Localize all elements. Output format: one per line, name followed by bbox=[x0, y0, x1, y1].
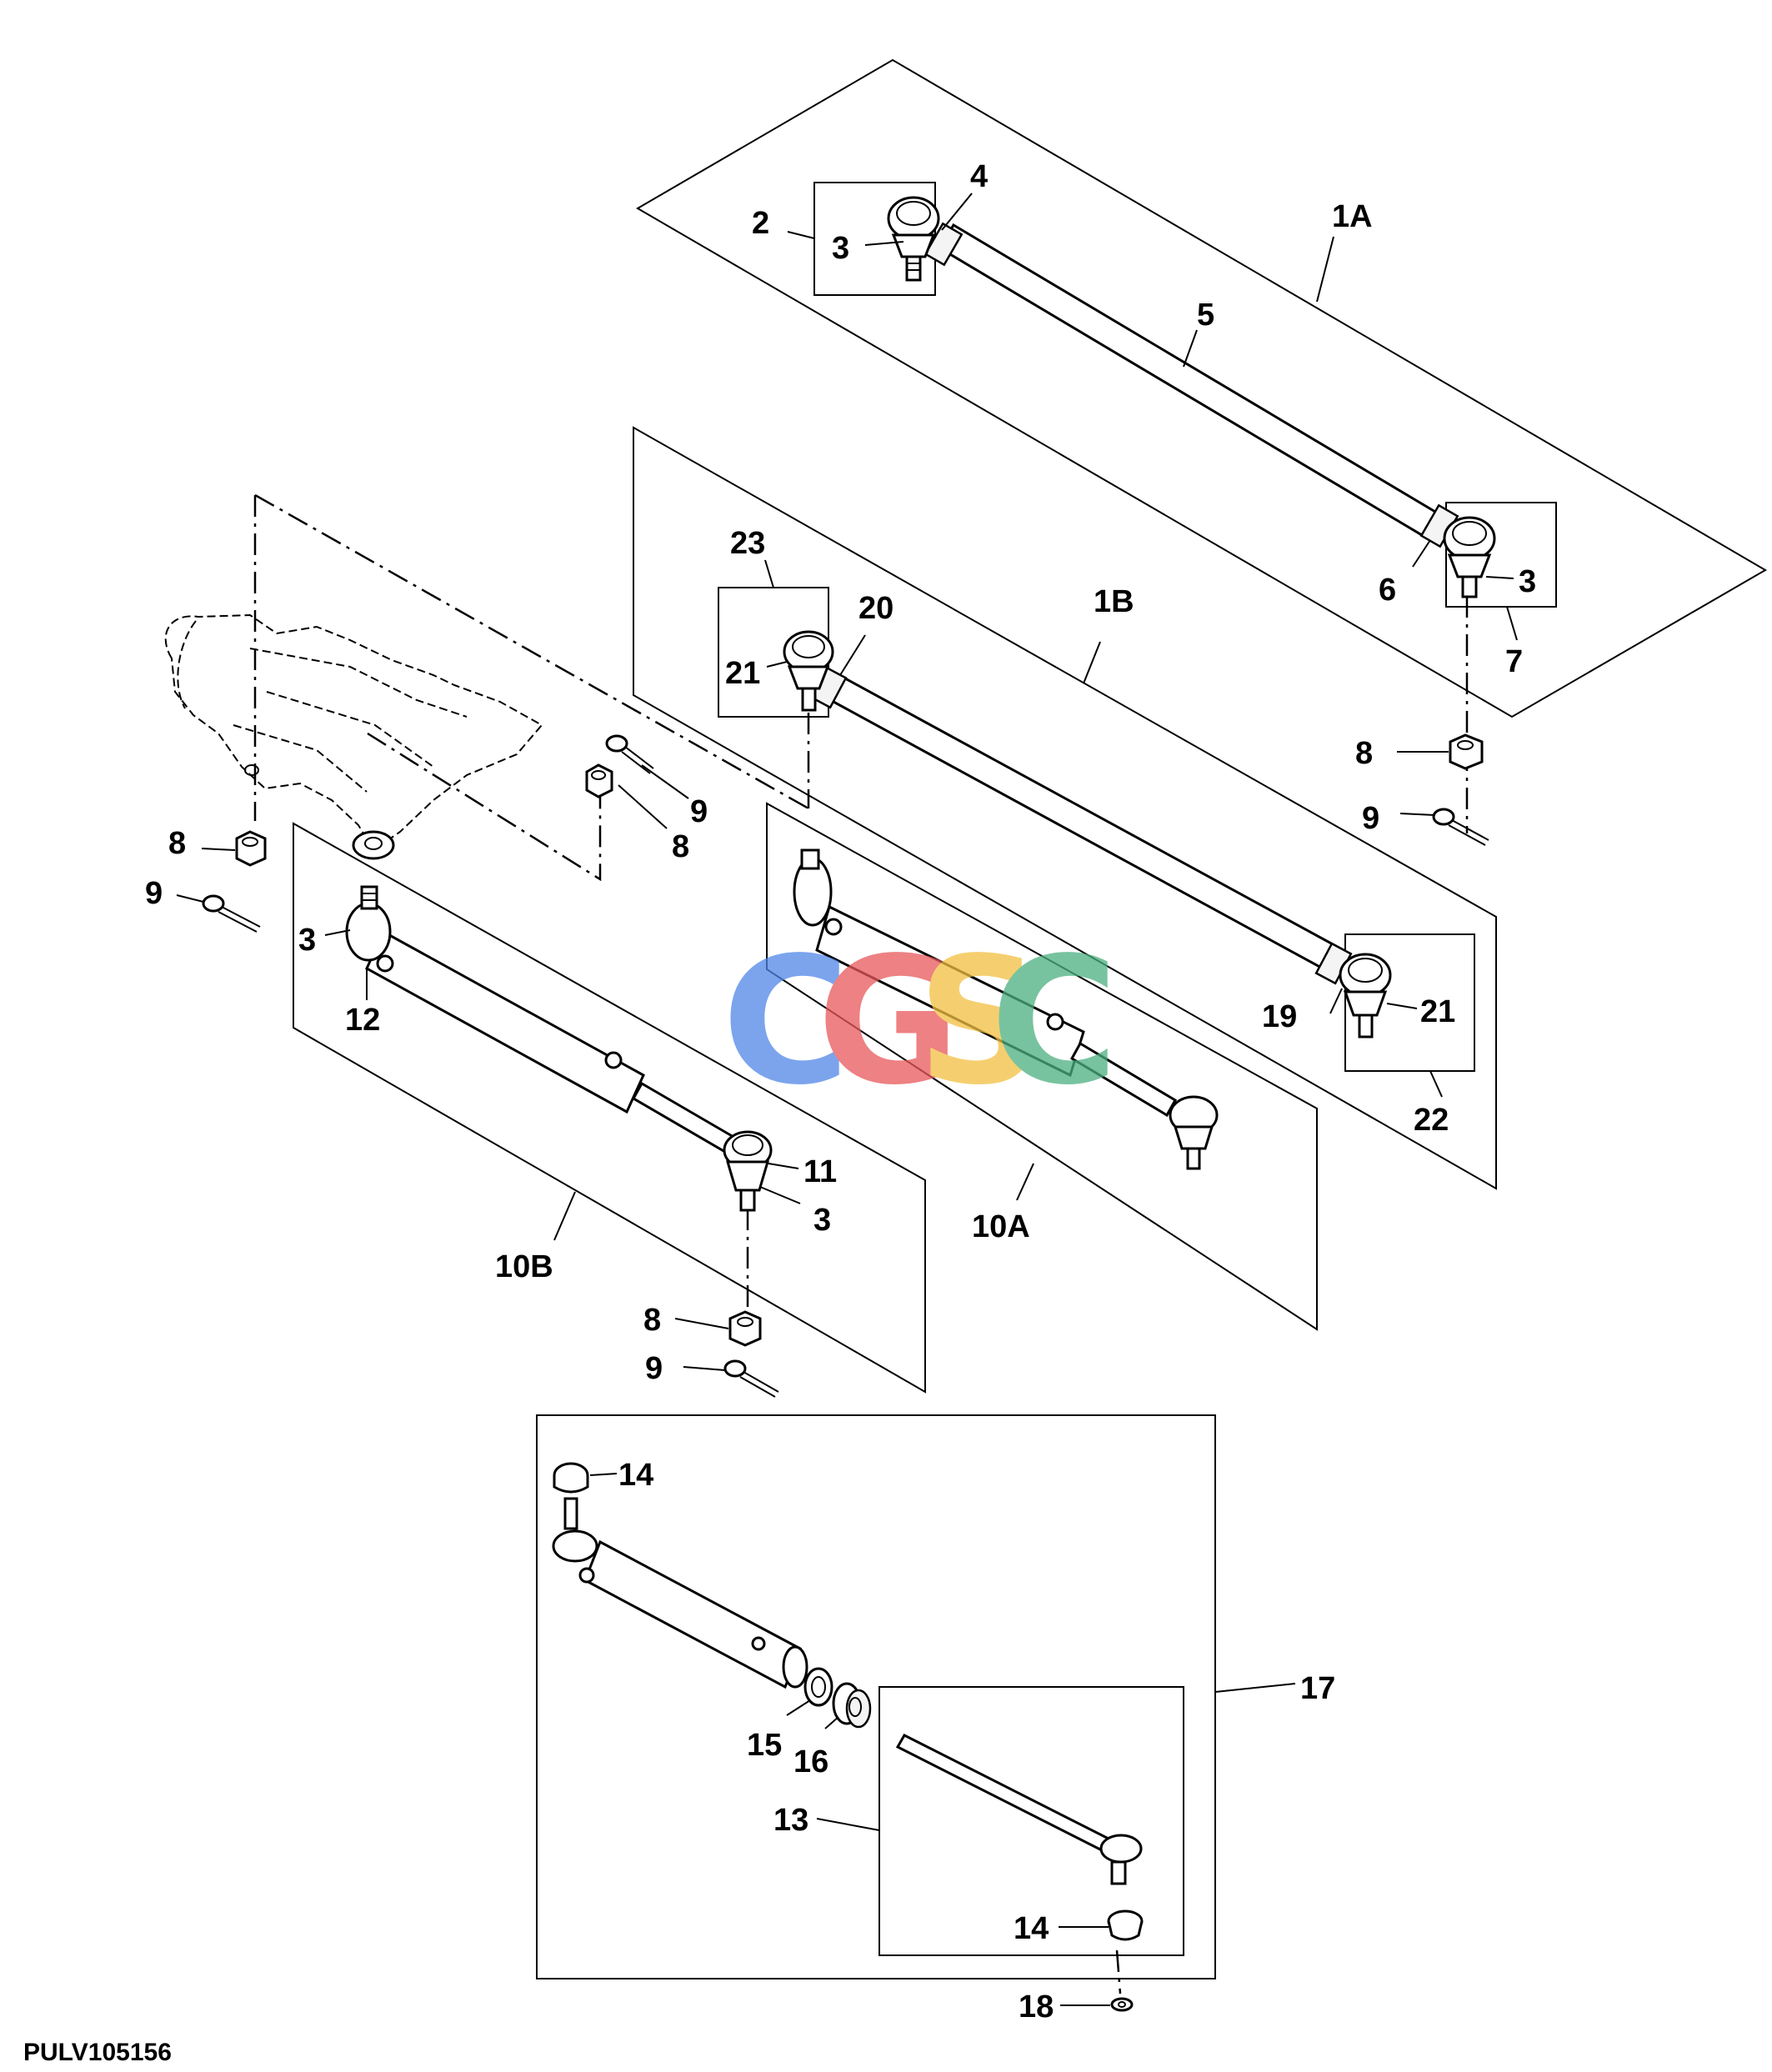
castle-nut-8d bbox=[728, 1310, 762, 1347]
cylinder-17 bbox=[552, 1462, 808, 1689]
callout-16: 16 bbox=[793, 1744, 828, 1779]
centerline-link bbox=[254, 493, 809, 810]
callout-5: 5 bbox=[1197, 298, 1214, 333]
callout-21b: 21 bbox=[1420, 994, 1455, 1029]
callouts: 1A 2 3 4 5 6 3 7 1B 23 20 21 19 21 22 8 … bbox=[145, 159, 1536, 2024]
panel-1A bbox=[636, 58, 1767, 718]
panel-1B bbox=[633, 426, 1497, 1190]
callout-17: 17 bbox=[1300, 1671, 1335, 1706]
cotter-pin-9d bbox=[723, 1359, 779, 1398]
watermark-letter-4: C bbox=[990, 919, 1119, 1124]
callout-1A: 1A bbox=[1332, 199, 1373, 234]
panel-10B bbox=[293, 822, 926, 1394]
callout-3b: 3 bbox=[1519, 564, 1536, 599]
centerline-link2 bbox=[367, 732, 602, 882]
figure-id: PULV105156 bbox=[23, 2039, 172, 2066]
steering-cylinder-10B bbox=[345, 885, 773, 1212]
callout-15: 15 bbox=[747, 1728, 782, 1763]
castle-nut-8a bbox=[235, 830, 267, 867]
callout-12: 12 bbox=[345, 1003, 380, 1038]
box-7 bbox=[1445, 502, 1557, 608]
leader-lines bbox=[176, 193, 1518, 2006]
callout-3d: 3 bbox=[813, 1203, 831, 1238]
panel-17 bbox=[536, 1414, 1216, 1979]
watermark-letter-3: S bbox=[917, 919, 1043, 1124]
callout-7: 7 bbox=[1505, 644, 1523, 679]
box-22 bbox=[1344, 933, 1475, 1072]
axle-housing bbox=[164, 613, 543, 860]
seal-15 bbox=[803, 1667, 833, 1707]
callout-9a: 9 bbox=[145, 876, 163, 911]
callout-8c: 8 bbox=[1355, 736, 1373, 771]
callout-20: 20 bbox=[858, 591, 894, 626]
callout-14a: 14 bbox=[618, 1458, 653, 1493]
castle-nut-8b bbox=[585, 763, 613, 798]
callout-14b: 14 bbox=[1014, 1911, 1049, 1946]
callout-4: 4 bbox=[970, 159, 988, 194]
callout-8d: 8 bbox=[643, 1303, 661, 1338]
steering-cylinder-10A bbox=[793, 848, 1219, 1170]
callout-19: 19 bbox=[1262, 999, 1297, 1034]
cotter-pin-9b bbox=[605, 734, 654, 774]
castle-nut-8c bbox=[1449, 733, 1484, 770]
cotter-pin-9c bbox=[1432, 808, 1489, 846]
callout-11: 11 bbox=[803, 1154, 837, 1189]
tie-rod-1A bbox=[924, 222, 1459, 548]
callout-3a: 3 bbox=[832, 231, 849, 266]
ball-joint-7 bbox=[1443, 516, 1496, 598]
callout-9b: 9 bbox=[690, 794, 708, 829]
callout-13: 13 bbox=[773, 1803, 808, 1838]
callout-3c: 3 bbox=[298, 923, 316, 958]
panel-13 bbox=[878, 1686, 1184, 1956]
ball-joint-22 bbox=[1339, 953, 1392, 1039]
callout-10A: 10A bbox=[972, 1209, 1030, 1244]
callout-2: 2 bbox=[752, 206, 769, 241]
dust-cap-14-bottom bbox=[1107, 1909, 1144, 1941]
callout-10B: 10B bbox=[495, 1249, 553, 1284]
callout-23: 23 bbox=[730, 526, 765, 561]
panel-10A bbox=[766, 802, 1318, 1331]
ball-joint-2 bbox=[887, 196, 940, 282]
watermark-letter-1: C bbox=[722, 919, 850, 1124]
centerline-17 bbox=[1115, 1949, 1122, 1994]
ball-joint-23 bbox=[783, 630, 834, 712]
callout-9d: 9 bbox=[645, 1351, 663, 1386]
callout-18: 18 bbox=[1019, 1989, 1054, 2024]
callout-8a: 8 bbox=[168, 826, 186, 861]
gland-16 bbox=[832, 1682, 872, 1729]
callout-6: 6 bbox=[1379, 573, 1396, 608]
watermark: C G S C bbox=[722, 919, 1119, 1124]
watermark-letter-2: G bbox=[817, 919, 960, 1124]
cotter-pin-9a bbox=[202, 894, 261, 933]
washer-18 bbox=[1110, 1997, 1134, 2012]
callout-21a: 21 bbox=[725, 656, 760, 691]
callout-9c: 9 bbox=[1362, 801, 1379, 836]
callout-22: 22 bbox=[1414, 1103, 1449, 1138]
rod-13 bbox=[895, 1734, 1143, 1885]
callout-8b: 8 bbox=[672, 829, 689, 864]
callout-1B: 1B bbox=[1094, 584, 1134, 619]
